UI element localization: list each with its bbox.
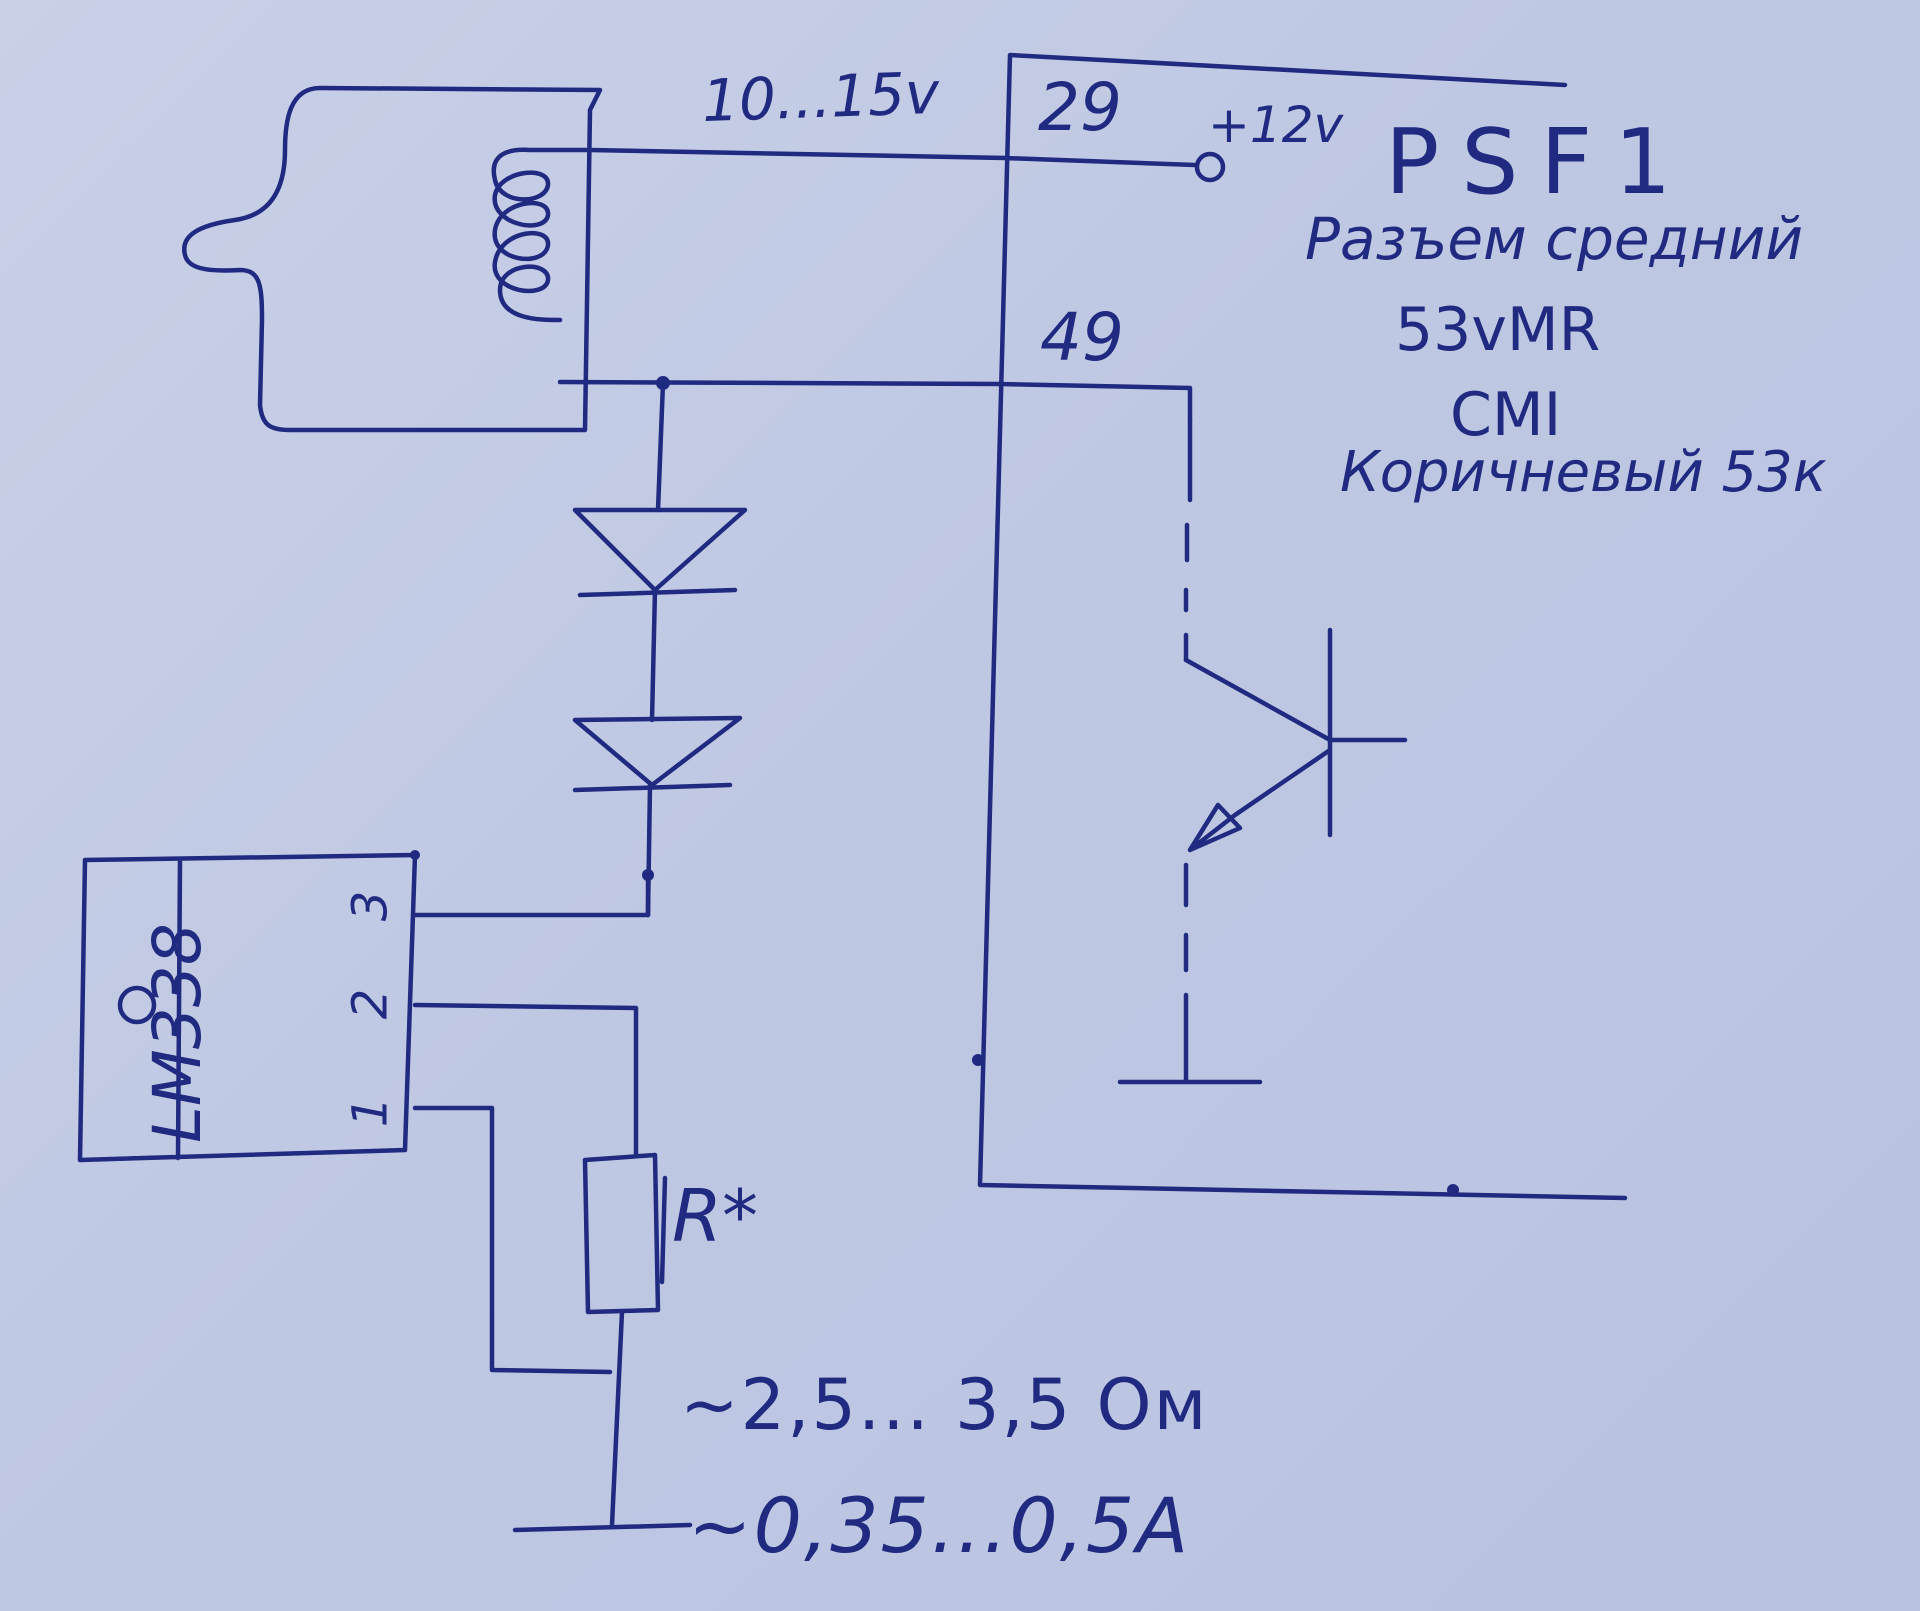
pin49-label: 49	[1040, 299, 1124, 376]
transistor-collector-lead	[1183, 417, 1193, 663]
transistor	[1117, 627, 1408, 1085]
junction-dot	[972, 1054, 984, 1066]
cmi-label: CMI	[1450, 380, 1562, 450]
pin2-wire	[412, 1002, 639, 1158]
lm338-package	[77, 852, 418, 1163]
resistor	[582, 1152, 668, 1528]
pin29-label: 29	[1038, 69, 1122, 146]
coil-return-wire	[557, 379, 1193, 423]
resistor-label: R*	[672, 1174, 759, 1258]
module-title: PSF1	[1385, 110, 1694, 215]
current-label: ~0,35...0,5А	[688, 1481, 1191, 1570]
resistance-label: ~2,5... 3,5 Ом	[680, 1364, 1209, 1446]
psf1-module-outline	[977, 52, 1628, 1201]
connector-label: Разъем средний	[1305, 205, 1804, 273]
terminal-plus12v	[1194, 151, 1226, 183]
junction-dot	[410, 850, 420, 860]
relay-housing	[182, 85, 603, 433]
model-label: 53vMR	[1395, 295, 1601, 365]
pin1-wire	[412, 1105, 613, 1375]
wire-color-label: Коричневый 53к	[1340, 440, 1827, 505]
plus12v-label: +12v	[1208, 96, 1344, 154]
diode-chain-wire	[645, 380, 666, 918]
relay-coil	[491, 147, 593, 323]
pin3-wire	[412, 872, 651, 918]
supply-range-label: 10...15v	[700, 58, 941, 136]
junction-dot	[1447, 1184, 1459, 1196]
lm338-pin1-label: 1	[342, 1096, 399, 1128]
lm338-pin3-label: 3	[342, 890, 399, 922]
output-wire	[512, 1522, 693, 1533]
lm338-label: LM338	[139, 923, 216, 1143]
lm338-mounting-hole	[117, 985, 157, 1025]
diode-2	[572, 715, 743, 793]
diode-1	[572, 507, 748, 598]
supply-wire	[587, 147, 1198, 168]
lm338-pin2-label: 2	[342, 988, 399, 1020]
